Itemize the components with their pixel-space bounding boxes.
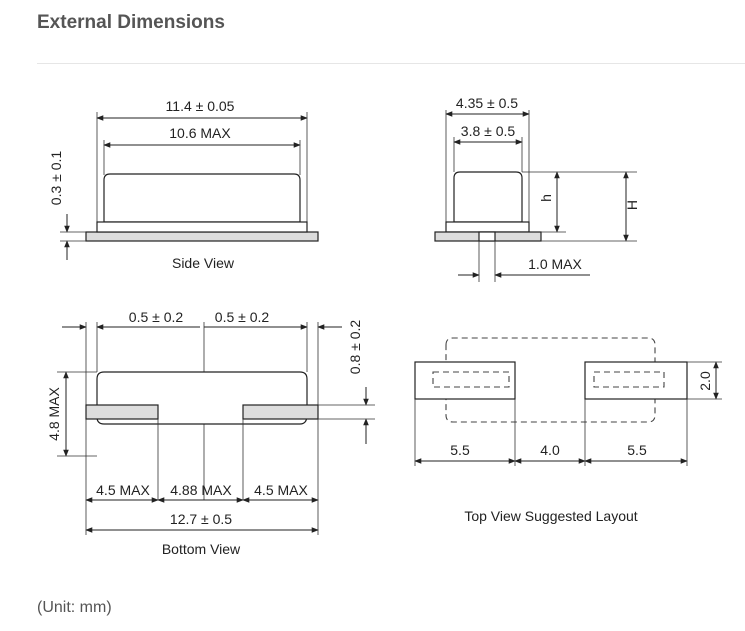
unit-note: (Unit: mm) bbox=[37, 599, 112, 616]
bottom-view-caption: Bottom View bbox=[162, 541, 241, 557]
end-body-height-label: h bbox=[538, 194, 554, 202]
layout-pad-left bbox=[414, 361, 516, 400]
end-view: 4.35 ± 0.5 3.8 ± 0.5 h H 1.0 MAX bbox=[434, 95, 640, 282]
side-view: 11.4 ± 0.05 10.6 MAX 0.3 ± 0.1 Side View bbox=[48, 98, 319, 271]
end-crystal-body bbox=[453, 171, 523, 223]
section-title: External Dimensions bbox=[37, 12, 225, 33]
bottom-lead-width-label: 0.8 ± 0.2 bbox=[347, 320, 363, 375]
side-base bbox=[85, 231, 319, 242]
end-lead bbox=[478, 231, 496, 242]
layout-view: 5.5 4.0 5.5 2.0 Top View Suggested Layou… bbox=[414, 337, 722, 524]
bottom-lead-length-left-label: 4.5 MAX bbox=[96, 482, 150, 498]
bottom-lead-gap-right-label: 0.5 ± 0.2 bbox=[215, 309, 270, 325]
end-overall-width-label: 4.35 ± 0.5 bbox=[456, 95, 518, 111]
bottom-lead-length-right-label: 4.5 MAX bbox=[254, 482, 308, 498]
end-lead-width-label: 1.0 MAX bbox=[528, 256, 582, 272]
side-overall-length-label: 11.4 ± 0.05 bbox=[166, 98, 235, 114]
layout-pad-right bbox=[584, 361, 688, 400]
side-view-caption: Side View bbox=[172, 255, 235, 271]
bottom-body-height-label: 4.8 MAX bbox=[46, 387, 62, 441]
end-total-height-label: H bbox=[624, 200, 640, 210]
layout-pad-length-right-label: 5.5 bbox=[627, 442, 647, 458]
bottom-view: 0.5 ± 0.2 0.5 ± 0.2 4.8 MAX 0.8 ± 0.2 4.… bbox=[46, 309, 375, 557]
layout-pad-length-left-label: 5.5 bbox=[450, 442, 470, 458]
title-divider bbox=[37, 63, 745, 64]
layout-view-caption: Top View Suggested Layout bbox=[464, 508, 637, 524]
bottom-lead-right bbox=[242, 404, 319, 420]
bottom-center-gap-label: 4.88 MAX bbox=[170, 482, 232, 498]
layout-pad-height-label: 2.0 bbox=[697, 371, 713, 391]
side-body-length-label: 10.6 MAX bbox=[169, 125, 231, 141]
side-crystal-body bbox=[103, 173, 301, 223]
side-thickness-label: 0.3 ± 0.1 bbox=[48, 151, 64, 206]
end-body-width-label: 3.8 ± 0.5 bbox=[461, 123, 516, 139]
layout-pad-gap-label: 4.0 bbox=[540, 442, 560, 458]
bottom-lead-left bbox=[85, 404, 159, 420]
bottom-lead-gap-left-label: 0.5 ± 0.2 bbox=[129, 309, 184, 325]
bottom-overall-length-label: 12.7 ± 0.5 bbox=[170, 511, 232, 527]
